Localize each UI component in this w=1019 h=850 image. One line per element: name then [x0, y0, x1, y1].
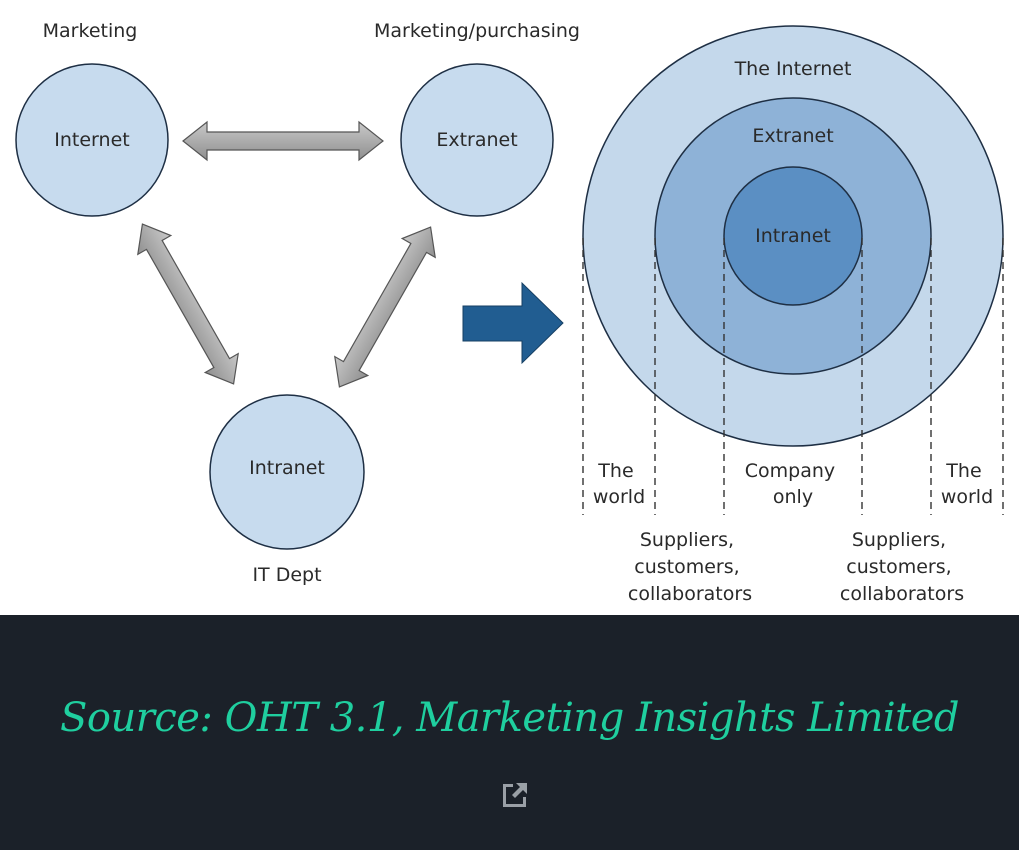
zone-company-only: Company only — [745, 460, 841, 508]
node-internet-label: Internet — [54, 129, 129, 151]
transition-arrow — [462, 281, 564, 365]
node-extranet: Extranet — [400, 63, 554, 217]
source-caption: Source: OHT 3.1, Marketing Insights Limi… — [59, 695, 960, 741]
network-diagram: Internet Extranet Intranet Marketing Mar… — [15, 20, 1004, 605]
zone-boundaries — [582, 238, 1004, 515]
node-extranet-label: Extranet — [436, 129, 517, 151]
double-arrow-internet-extranet — [182, 120, 384, 162]
caption-it-dept: IT Dept — [252, 564, 321, 586]
diagram-figure: Internet Extranet Intranet Marketing Mar… — [0, 0, 1019, 615]
zone-partners-right: Suppliers, customers, collaborators — [840, 529, 964, 605]
caption-marketing-purchasing: Marketing/purchasing — [374, 20, 580, 42]
zone-world-left: The world — [593, 460, 645, 508]
caption-marketing: Marketing — [43, 20, 138, 42]
external-link-icon[interactable] — [499, 779, 531, 811]
double-arrow-extranet-intranet — [334, 226, 436, 388]
ring-label-intranet: Intranet — [755, 225, 831, 247]
double-arrow-internet-intranet — [137, 223, 239, 385]
node-intranet-label: Intranet — [249, 457, 325, 479]
zone-world-right: The world — [941, 460, 993, 508]
node-internet: Internet — [15, 63, 169, 217]
ring-label-internet: The Internet — [734, 58, 852, 80]
ring-intranet — [723, 166, 863, 306]
node-intranet: Intranet — [209, 394, 365, 550]
zone-partners-left: Suppliers, customers, collaborators — [628, 529, 752, 605]
ring-label-extranet: Extranet — [752, 125, 833, 147]
